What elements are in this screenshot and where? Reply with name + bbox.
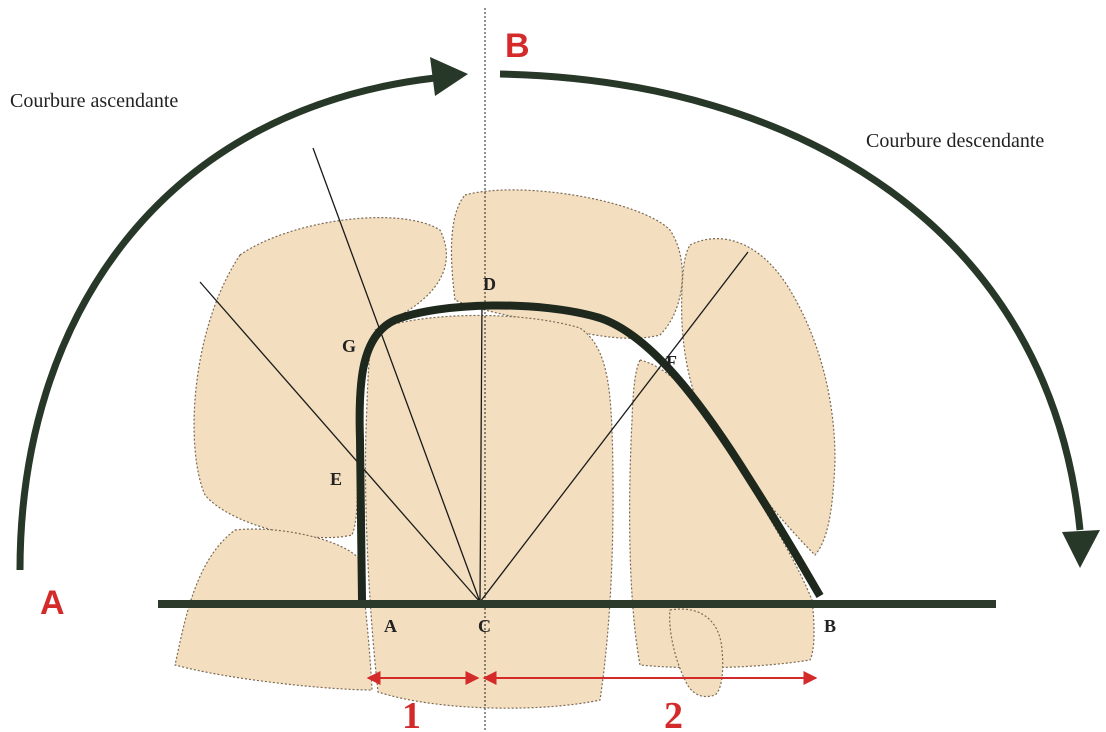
label-courbure-descendante: Courbure descendante [866, 130, 1044, 152]
marker-B-red: B [505, 27, 530, 65]
bone-lower-heel [175, 529, 372, 690]
ascending-arc-arrowhead [430, 57, 468, 96]
label-courbure-ascendante: Courbure ascendante [10, 90, 178, 112]
segment-label-2: 2 [664, 695, 683, 732]
bone-central [366, 315, 614, 708]
marker-A-red: A [40, 584, 65, 622]
point-label-F: F [666, 352, 677, 372]
descending-arc-arrowhead [1062, 530, 1100, 568]
point-label-C: C [478, 616, 491, 636]
point-label-D: D [483, 274, 496, 294]
point-label-A: A [384, 616, 397, 636]
point-label-G: G [342, 336, 356, 356]
point-label-E: E [330, 469, 342, 489]
point-label-B: B [824, 616, 836, 636]
segment-label-1: 1 [402, 695, 421, 732]
